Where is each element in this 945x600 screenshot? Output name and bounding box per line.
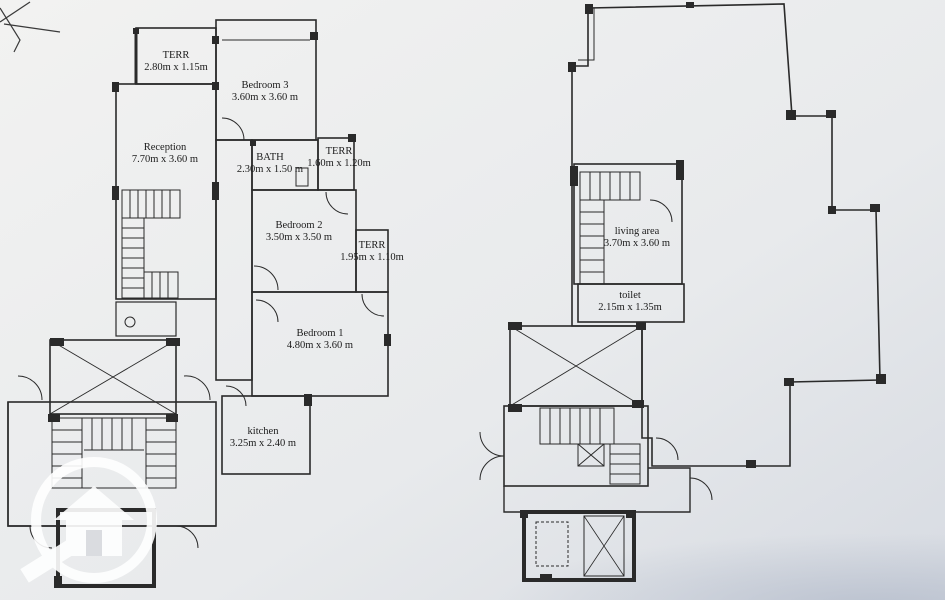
main-stair — [51, 417, 177, 489]
room-name: Bedroom 2 — [275, 220, 323, 231]
entrance-void — [49, 339, 177, 415]
pencil-mark — [0, 1, 61, 53]
room-dimensions: 3.50m x 3.50 m — [265, 232, 333, 244]
room-name: Bedroom 1 — [296, 328, 344, 339]
room-name: Bedroom 3 — [241, 80, 289, 91]
home-logo-icon — [20, 457, 157, 583]
room-dimensions: 3.70m x 3.60 m — [603, 238, 671, 250]
room-dimensions: 1.95m x 1.10m — [340, 252, 404, 264]
room-label-bedroom-2: Bedroom 2 3.50m x 3.50 m — [256, 220, 342, 244]
room-label-terr-top: TERR 2.80m x 1.15m — [134, 50, 218, 74]
room-name: TERR — [162, 50, 190, 61]
room-name: living area — [614, 226, 660, 237]
room-dimensions: 2.30m x 1.50 m — [236, 164, 304, 176]
room-label-bedroom-3: Bedroom 3 3.60m x 3.60 m — [216, 80, 314, 104]
room-name: Reception — [143, 142, 187, 153]
room-name: kitchen — [247, 426, 279, 437]
paper-shadow — [250, 466, 945, 600]
room-name: TERR — [325, 146, 353, 157]
kitchen — [221, 395, 311, 475]
room-dimensions: 2.15m x 1.35m — [598, 302, 662, 314]
room-label-kitchen: kitchen 3.25m x 2.40 m — [216, 426, 310, 450]
room-name: TERR — [358, 240, 386, 251]
room-dimensions: 4.80m x 3.60 m — [286, 340, 354, 352]
room-dimensions: 3.60m x 3.60 m — [231, 92, 299, 104]
room-label-toilet: toilet 2.15m x 1.35m — [580, 290, 680, 314]
room-dimensions: 3.25m x 2.40 m — [229, 438, 297, 450]
roof-floor-plan — [479, 2, 886, 582]
room-dimensions: 2.80m x 1.15m — [144, 62, 208, 74]
room-label-terr-right: TERR 1.95m x 1.10m — [334, 240, 410, 264]
room-name: BATH — [256, 152, 284, 163]
roof-terrace-outline — [571, 3, 881, 467]
toilet — [577, 283, 685, 323]
room-name: toilet — [619, 290, 641, 301]
columns — [48, 28, 391, 588]
room-label-living-area: living area 3.70m x 3.60 m — [590, 226, 684, 250]
roof-columns — [508, 2, 886, 580]
roof-stair — [539, 407, 641, 485]
room-label-terr-mid: TERR 1.60m x 1.20m — [302, 146, 376, 170]
roof-front-block — [522, 510, 636, 582]
room-dimensions: 1.60m x 1.20m — [307, 158, 371, 170]
door-swings — [17, 117, 385, 407]
room-label-bath: BATH 2.30m x 1.50 m — [232, 152, 308, 176]
room-dimensions: 7.70m x 3.60 m — [131, 154, 199, 166]
roof-stair-hall — [503, 405, 649, 487]
room-label-bedroom-1: Bedroom 1 4.80m x 3.60 m — [270, 328, 370, 352]
room-label-reception: Reception 7.70m x 3.60 m — [116, 142, 214, 166]
reception-stair — [121, 189, 181, 299]
